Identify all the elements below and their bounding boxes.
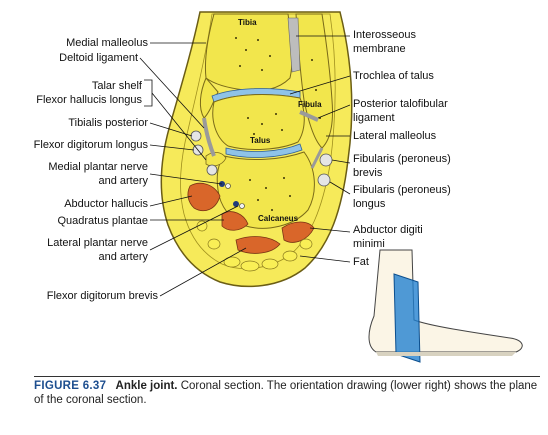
figure-number: FIGURE 6.37 xyxy=(34,380,107,392)
fibularis-brevis-tendon xyxy=(319,153,333,167)
label-fibularis-longus-1: Fibularis (peroneus) xyxy=(353,184,451,196)
label-lateral-malleolus: Lateral malleolus xyxy=(353,130,437,142)
orientation-sole-shadow xyxy=(376,352,516,356)
label-medial-plantar-artery: and artery xyxy=(98,175,148,187)
calcaneofibular-ligament xyxy=(310,147,324,169)
fibula-label: Fibula xyxy=(298,100,322,109)
tibia-label: Tibia xyxy=(238,18,257,27)
label-fibularis-brevis-2: brevis xyxy=(353,167,383,179)
label-lateral-plantar-nerve: Lateral plantar nerve xyxy=(47,237,148,249)
caption-rule xyxy=(34,376,540,377)
label-flexor-hallucis-longus: Flexor hallucis longus xyxy=(36,94,142,106)
figure-caption-text: Coronal section. The orientation drawing… xyxy=(34,380,538,406)
calcaneus-bone xyxy=(216,151,315,229)
label-medial-plantar-nerve: Medial plantar nerve xyxy=(48,161,148,173)
flexor-hallucis-longus-tendon xyxy=(206,164,218,176)
posterior-talofibular-ligament xyxy=(299,110,319,122)
orientation-plane xyxy=(393,273,421,363)
label-medial-malleolus: Medial malleolus xyxy=(66,37,148,49)
label-deltoid-ligament: Deltoid ligament xyxy=(59,52,138,64)
label-fat: Fat xyxy=(353,256,369,268)
label-membrane: membrane xyxy=(353,43,406,55)
talus-label: Talus xyxy=(250,136,271,145)
label-abductor-digiti: Abductor digiti xyxy=(353,224,423,236)
figure-caption: FIGURE 6.37 Ankle joint. Coronal section… xyxy=(34,379,539,407)
subtalar-cartilage xyxy=(225,143,303,158)
trabecular-dots xyxy=(235,37,321,211)
plantar-fat xyxy=(196,220,313,272)
label-flexor-digitorum-brevis: Flexor digitorum brevis xyxy=(46,290,158,302)
deltoid-ligament xyxy=(202,117,216,157)
figure-title: Ankle joint. xyxy=(115,380,178,392)
label-quadratus-plantae: Quadratus plantae xyxy=(57,215,148,227)
flexor-digitorum-brevis-muscle xyxy=(235,236,281,254)
label-fibularis-brevis-1: Fibularis (peroneus) xyxy=(353,153,451,165)
label-trochlea-of-talus: Trochlea of talus xyxy=(353,70,434,82)
label-flexor-digitorum-longus: Flexor digitorum longus xyxy=(33,139,148,151)
calcaneus-label: Calcaneus xyxy=(258,214,299,223)
lateral-plantar-nerve xyxy=(239,203,245,209)
fibularis-longus-tendon xyxy=(317,173,331,187)
label-tibialis-posterior: Tibialis posterior xyxy=(68,117,148,129)
label-minimi: minimi xyxy=(353,238,385,250)
leader-lines-left xyxy=(139,42,247,297)
label-posterior-talofibular: Posterior talofibular xyxy=(353,98,448,110)
interosseous-membrane xyxy=(287,17,301,73)
tibialis-posterior-tendon xyxy=(190,130,202,142)
talus-bone xyxy=(212,94,305,150)
orientation-drawing xyxy=(368,249,523,363)
label-interosseous: Interosseous xyxy=(353,29,416,41)
label-fibularis-longus-2: longus xyxy=(353,198,386,210)
orientation-leg xyxy=(368,249,523,353)
abductor-hallucis-muscle xyxy=(187,182,221,212)
quadratus-plantae-muscle xyxy=(221,211,249,231)
leader-lines-right xyxy=(289,35,351,263)
medial-plantar-nerve xyxy=(225,183,231,189)
fibula-bone xyxy=(295,13,333,149)
label-lateral-plantar-artery: and artery xyxy=(98,251,148,263)
label-ligament: ligament xyxy=(353,112,395,124)
lateral-plantar-vessel xyxy=(233,201,239,207)
label-abductor-hallucis: Abductor hallucis xyxy=(64,198,148,210)
label-talar-shelf: Talar shelf xyxy=(91,80,142,92)
